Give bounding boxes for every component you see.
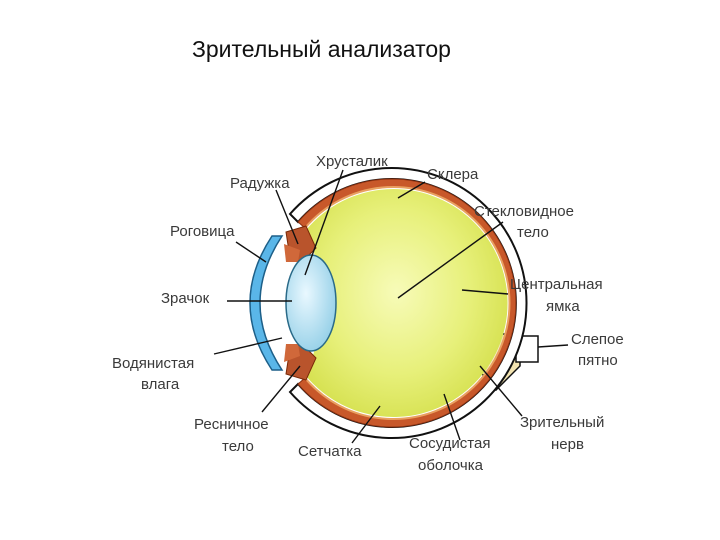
label-aqueous-line2: влага	[141, 376, 180, 393]
leader-vitreous	[397, 221, 504, 299]
label-optic-nerve-line1: Зрительный	[520, 414, 604, 431]
label-pupil: Зрачок	[161, 290, 210, 307]
label-ciliary-line1: Ресничное	[194, 416, 269, 433]
label-vitreous-line1: Стекловидное	[474, 203, 574, 220]
cornea	[249, 235, 284, 371]
leader-ciliary	[261, 365, 301, 413]
label-vitreous-line2: тело	[517, 224, 549, 241]
label-fovea-line1: Центральная	[510, 276, 603, 293]
label-optic-nerve-line2: нерв	[551, 436, 584, 453]
lens	[285, 254, 337, 352]
leader-sclera	[397, 181, 426, 199]
label-cornea: Роговица	[170, 223, 235, 240]
leader-lines	[213, 169, 569, 444]
label-sclera: Склера	[427, 166, 479, 183]
label-fovea-line2: ямка	[546, 298, 580, 315]
leader-iris	[275, 189, 299, 245]
leader-lens	[304, 169, 344, 276]
label-lens: Хрусталик	[316, 153, 388, 170]
page-title: Зрительный анализатор	[192, 36, 451, 62]
label-choroid-line2: оболочка	[418, 457, 484, 474]
label-blind-spot-line2: пятно	[578, 352, 618, 369]
label-iris: Радужка	[230, 175, 290, 192]
label-choroid-line1: Сосудистая	[409, 435, 490, 452]
leader-retina	[351, 405, 381, 444]
retina	[304, 186, 511, 420]
label-retina: Сетчатка	[298, 443, 362, 460]
leader-choroid	[443, 393, 461, 441]
leader-blind-spot	[537, 344, 569, 348]
label-blind-spot-line1: Слепое	[571, 331, 624, 348]
leader-aqueous	[213, 337, 283, 355]
label-aqueous-line1: Водянистая	[112, 355, 194, 372]
iris-top	[284, 244, 300, 262]
iris-bottom	[284, 344, 300, 362]
labels: Хрусталик Склера Радужка Стекловидное те…	[112, 153, 624, 474]
leader-optic-nerve	[479, 365, 523, 417]
leader-cornea	[235, 241, 267, 263]
label-ciliary-line2: тело	[222, 438, 254, 455]
leader-fovea	[461, 289, 509, 295]
vitreous-body	[306, 188, 508, 417]
